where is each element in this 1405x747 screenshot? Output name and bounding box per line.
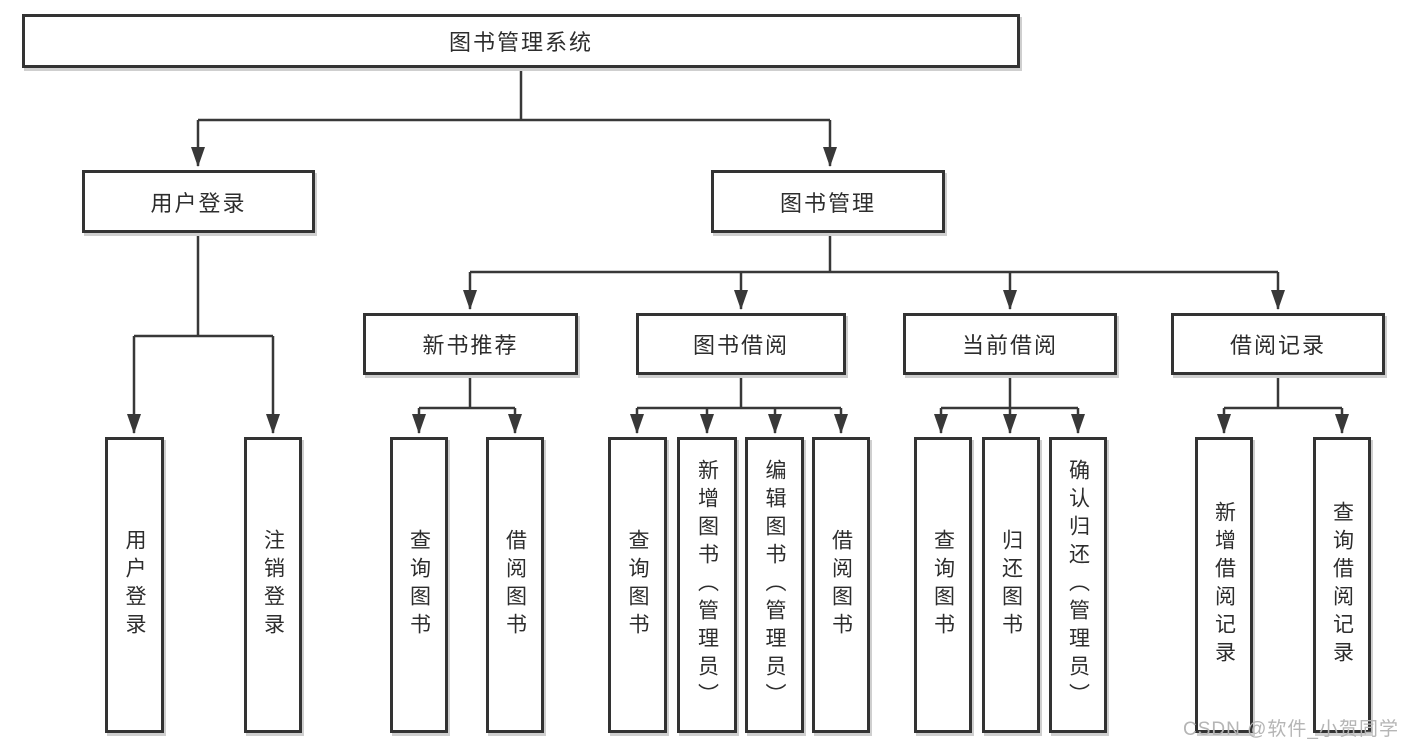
leaf-logout: 注销登录	[244, 437, 302, 733]
leaf-cb-return-books-label: 归还图书	[999, 529, 1023, 641]
leaf-nbr-borrow-books: 借阅图书	[486, 437, 544, 733]
leaf-bb-add-books-admin-label: 新增图书（管理员）	[695, 459, 719, 711]
leaf-bb-edit-books-admin-label: 编辑图书（管理员）	[763, 459, 786, 711]
node-book-borrow-label: 图书借阅	[692, 333, 789, 358]
node-borrow-records-label: 借阅记录	[1229, 333, 1326, 358]
leaf-cb-query-books-label: 查询图书	[931, 529, 955, 641]
csdn-watermark: CSDN @软件_小贺同学	[1183, 719, 1399, 740]
leaf-bb-query-books: 查询图书	[608, 437, 667, 733]
leaf-br-query-record: 查询借阅记录	[1313, 437, 1371, 733]
leaf-br-add-record-label: 新增借阅记录	[1212, 501, 1236, 669]
leaf-bb-borrow-books-label: 借阅图书	[829, 529, 853, 641]
leaf-bb-add-books-admin: 新增图书（管理员）	[677, 437, 737, 733]
leaf-br-query-record-label: 查询借阅记录	[1330, 501, 1354, 669]
leaf-bb-edit-books-admin: 编辑图书（管理员）	[745, 437, 804, 733]
leaf-bb-query-books-label: 查询图书	[626, 529, 649, 641]
node-borrow-records: 借阅记录	[1171, 313, 1385, 375]
node-current-borrow-label: 当前借阅	[961, 333, 1058, 358]
leaf-bb-borrow-books: 借阅图书	[812, 437, 870, 733]
leaf-nbr-query-books-label: 查询图书	[407, 529, 431, 641]
leaf-user-login-label: 用户登录	[123, 529, 146, 641]
node-book-borrow: 图书借阅	[636, 313, 846, 375]
leaf-cb-confirm-return-admin-label: 确认归还（管理员）	[1066, 459, 1090, 711]
leaf-nbr-borrow-books-label: 借阅图书	[503, 529, 527, 641]
node-root-label: 图书管理系统	[448, 30, 593, 55]
leaf-logout-label: 注销登录	[261, 529, 285, 641]
leaf-cb-query-books: 查询图书	[914, 437, 972, 733]
leaf-user-login: 用户登录	[105, 437, 164, 733]
node-new-book-recommend: 新书推荐	[363, 313, 578, 375]
node-user-login-label: 用户登录	[150, 190, 247, 216]
node-user-login: 用户登录	[82, 170, 315, 233]
leaf-cb-return-books: 归还图书	[982, 437, 1040, 733]
node-new-book-recommend-label: 新书推荐	[422, 333, 519, 358]
node-book-management: 图书管理	[711, 170, 945, 233]
leaf-nbr-query-books: 查询图书	[390, 437, 448, 733]
node-root: 图书管理系统	[22, 14, 1020, 68]
node-current-borrow: 当前借阅	[903, 313, 1117, 375]
leaf-br-add-record: 新增借阅记录	[1195, 437, 1253, 733]
node-book-management-label: 图书管理	[779, 190, 876, 216]
leaf-cb-confirm-return-admin: 确认归还（管理员）	[1049, 437, 1107, 733]
